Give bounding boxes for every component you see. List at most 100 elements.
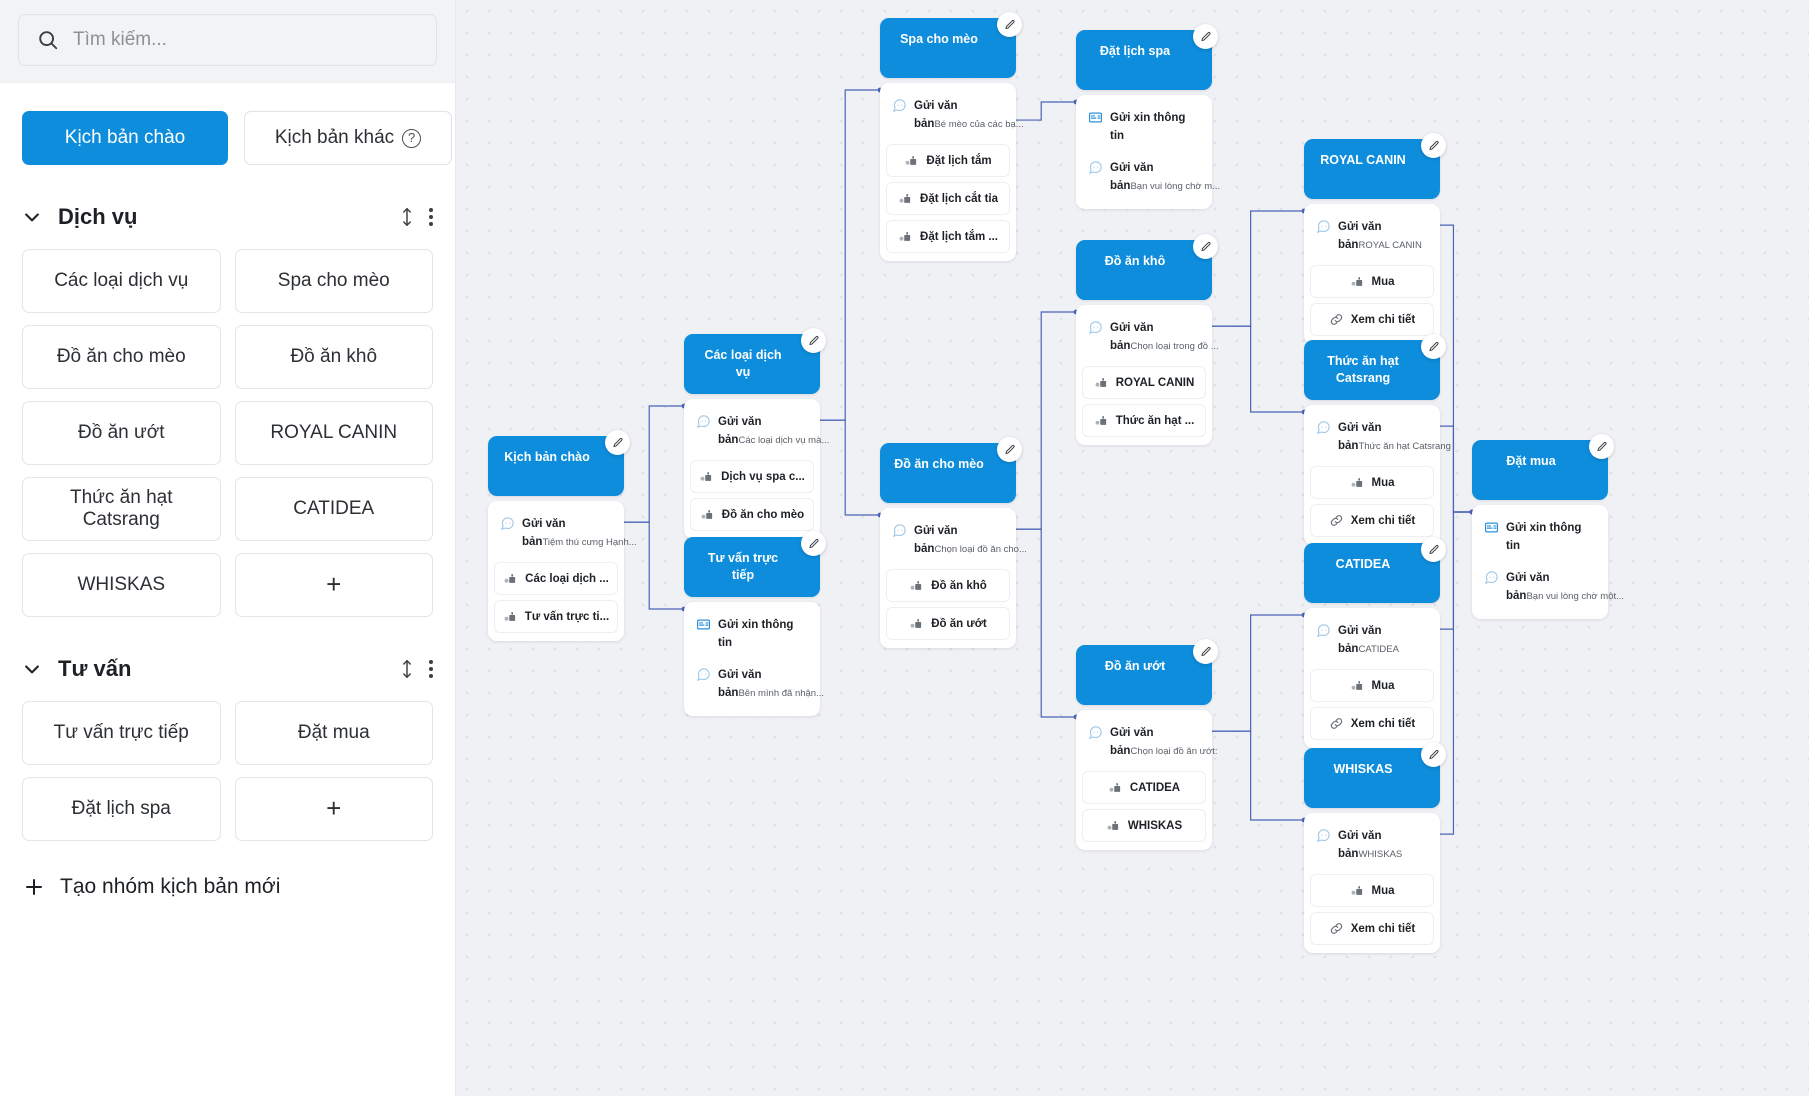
node-block-message[interactable]: Gửi văn bảnChọn loại trong đồ ... [1082,311,1219,361]
chip-spa-cho-meo[interactable]: Spa cho mèo [234,249,433,313]
tab-kich-ban-khac[interactable]: Kịch bản khác ? [244,111,452,165]
chip-add-dich-vu[interactable]: + [234,553,433,617]
node-block-message[interactable]: Gửi văn bảnChọn loại đồ ăn ướt: [1082,716,1218,766]
sort-icon[interactable] [399,658,415,680]
group-header[interactable]: Tư vấn [22,637,433,701]
more-options-icon[interactable] [429,208,433,226]
tab-kich-ban-chao[interactable]: Kịch bản chào [22,111,228,165]
node-block-message[interactable]: Gửi văn bảnWHISKAS [1310,819,1434,869]
edit-node-icon[interactable] [1421,742,1446,767]
node-block-message[interactable]: Gửi văn bảnBạn vui lòng chờ một... [1478,561,1624,611]
search-input[interactable] [73,29,418,51]
chip-do-an-cho-meo[interactable]: Đồ ăn cho mèo [22,325,221,389]
node-header-spa-cho-meo[interactable]: Spa cho mèo [880,12,1022,78]
node-header-do-an-cho-meo[interactable]: Đồ ăn cho mèo [880,437,1022,503]
search-box[interactable] [18,14,437,66]
chip-cac-loai-dich-vu[interactable]: Các loại dịch vụ [22,249,221,313]
chip-thuc-an-hat-catsrang[interactable]: Thức ăn hạt Catsrang [22,477,221,541]
node-header-dat-lich-spa[interactable]: Đặt lịch spa [1076,24,1218,90]
chip-tu-van-truc-tiep[interactable]: Tư vấn trực tiếp [22,701,221,765]
node-block-message[interactable]: Gửi văn bảnROYAL CANIN [1310,210,1434,260]
chevron-down-icon[interactable] [22,207,42,227]
node-block-button[interactable]: Thức ăn hạt ... [1082,404,1206,437]
node-header-do-an-kho[interactable]: Đồ ăn khô [1076,234,1218,300]
node-block-button[interactable]: Tư vấn trực ti... [494,600,618,633]
edit-node-icon[interactable] [801,328,826,353]
node-block-button[interactable]: Đặt lịch cắt tỉa [886,182,1010,215]
edit-node-icon[interactable] [1193,24,1218,49]
node-block-message[interactable]: Gửi văn bảnBạn vui lòng chờ m... [1082,151,1220,201]
edit-node-icon[interactable] [997,437,1022,462]
edit-node-icon[interactable] [1421,133,1446,158]
node-header-catidea[interactable]: CATIDEA [1304,537,1446,603]
node-block-button[interactable]: Các loại dịch ... [494,562,618,595]
edit-node-icon[interactable] [1421,334,1446,359]
edit-node-icon[interactable] [801,531,826,556]
node-header-thuc-an-hat-catsrang[interactable]: Thức ăn hạt Catsrang [1304,334,1446,400]
help-icon[interactable]: ? [402,128,422,148]
node-block-button[interactable]: Đặt lịch tắm [886,144,1010,177]
node-header-kich-ban-chao[interactable]: Kịch bản chào [488,430,630,496]
node-block-link[interactable]: Xem chi tiết [1310,504,1434,537]
flow-node-cac-loai-dich-vu[interactable]: Các loại dịch vụ Gửi văn bảnCác loại dịch… [684,328,829,539]
chevron-down-icon[interactable] [22,659,42,679]
node-block-button[interactable]: Đồ ăn khô [886,569,1010,602]
node-block-button[interactable]: Mua [1310,466,1434,499]
node-block-button[interactable]: Mua [1310,669,1434,702]
edit-node-icon[interactable] [1193,234,1218,259]
node-block-button[interactable]: Dịch vụ spa c... [690,460,814,493]
node-block-button[interactable]: Đồ ăn ướt [886,607,1010,640]
node-block-message[interactable]: Gửi văn bảnBé mèo của các bạ... [886,89,1024,139]
node-block-button[interactable]: Mua [1310,874,1434,907]
chip-dat-mua[interactable]: Đặt mua [234,701,433,765]
chip-catidea[interactable]: CATIDEA [234,477,433,541]
node-block-form[interactable]: Gửi xin thông tin [1082,101,1206,151]
group-header[interactable]: Dịch vụ [22,185,433,249]
node-block-button[interactable]: Đặt lịch tắm ... [886,220,1010,253]
edit-node-icon[interactable] [605,430,630,455]
node-block-message[interactable]: Gửi văn bảnBên mình đã nhận... [690,658,824,708]
chip-add-tu-van[interactable]: + [234,777,433,841]
chip-do-an-kho[interactable]: Đồ ăn khô [234,325,433,389]
edit-node-icon[interactable] [1589,434,1614,459]
node-header-royal-canin[interactable]: ROYAL CANIN [1304,133,1446,199]
chip-whiskas[interactable]: WHISKAS [22,553,221,617]
node-block-button[interactable]: Mua [1310,265,1434,298]
node-block-link[interactable]: Xem chi tiết [1310,303,1434,336]
more-options-icon[interactable] [429,660,433,678]
chip-royal-canin[interactable]: ROYAL CANIN [234,401,433,465]
edit-node-icon[interactable] [1421,537,1446,562]
chip-dat-lich-spa[interactable]: Đặt lịch spa [22,777,221,841]
chip-do-an-uot[interactable]: Đồ ăn ướt [22,401,221,465]
node-header-cac-loai-dich-vu[interactable]: Các loại dịch vụ [684,328,826,394]
node-block-message[interactable]: Gửi văn bảnThức ăn hạt Catsrang [1310,411,1451,461]
edit-node-icon[interactable] [997,12,1022,37]
node-header-tu-van-truc-tiep[interactable]: Tư vấn trực tiếp [684,531,826,597]
create-scenario-group-button[interactable]: Tạo nhóm kịch bản mới [0,841,455,899]
node-block-button[interactable]: WHISKAS [1082,809,1206,842]
node-block-form[interactable]: Gửi xin thông tin [1478,511,1602,561]
sort-icon[interactable] [399,206,415,228]
node-header-do-an-uot[interactable]: Đồ ăn ướt [1076,639,1218,705]
node-block-form[interactable]: Gửi xin thông tin [690,608,814,658]
node-header-dat-mua[interactable]: Đặt mua [1472,434,1614,500]
edit-node-icon[interactable] [1193,639,1218,664]
node-block-button[interactable]: CATIDEA [1082,771,1206,804]
node-block-link[interactable]: Xem chi tiết [1310,707,1434,740]
node-block-button[interactable]: Đồ ăn cho mèo [690,498,814,531]
node-block-link[interactable]: Xem chi tiết [1310,912,1434,945]
node-header-whiskas[interactable]: WHISKAS [1304,742,1446,808]
node-block-message[interactable]: Gửi văn bảnCác loại dịch vụ mà... [690,405,829,455]
